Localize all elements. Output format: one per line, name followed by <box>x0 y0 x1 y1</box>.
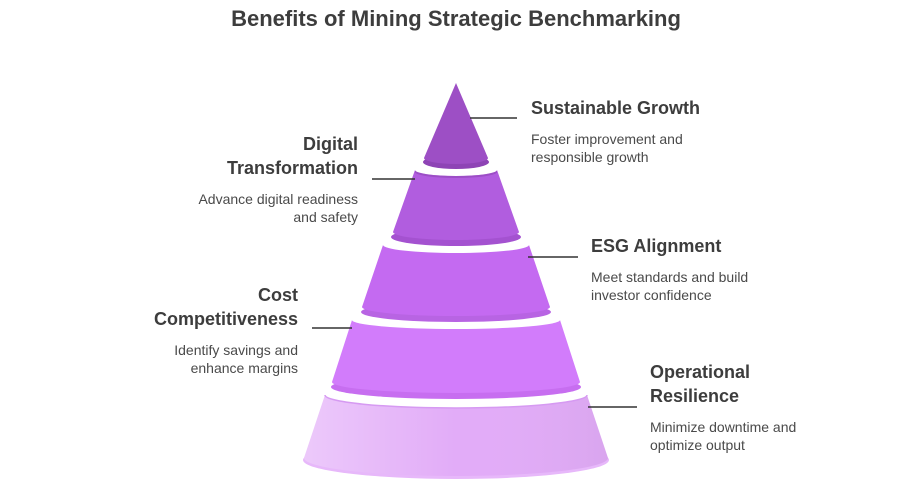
label-description: Foster improvement and responsible growt… <box>531 131 683 165</box>
tier-digital-transformation-band <box>393 170 519 240</box>
label-description: Identify savings and enhance margins <box>174 342 298 376</box>
label-sustainable-growth: Sustainable Growth Foster improvement an… <box>531 96 700 166</box>
tier-esg-alignment <box>361 245 551 322</box>
label-description: Meet standards and build investor confid… <box>591 269 749 303</box>
label-title: Sustainable Growth <box>531 98 701 118</box>
tier-operational-resilience <box>303 394 609 479</box>
tier-esg-alignment-band <box>362 245 550 316</box>
label-title: ESG Alignment <box>591 236 722 256</box>
tier-operational-resilience-inner-rim <box>324 394 588 409</box>
page-title: Benefits of Mining Strategic Benchmarkin… <box>231 6 681 31</box>
label-description: Advance digital readiness and safety <box>198 191 358 225</box>
tier-sustainable-growth <box>423 83 489 169</box>
tier-cost-competitiveness <box>331 320 581 399</box>
tier-digital-transformation <box>391 170 521 246</box>
tier-digital-transformation-shadow <box>415 170 497 178</box>
tier-cost-competitiveness-band <box>332 320 580 393</box>
label-title: Cost Competitiveness <box>153 285 298 329</box>
label-description: Minimize downtime and optimize output <box>650 419 797 453</box>
label-title: Operational Resilience <box>650 362 751 406</box>
tier-operational-resilience-highlight <box>304 395 608 476</box>
label-operational-resilience: Operational Resilience Minimize downtime… <box>650 360 796 454</box>
tier-sustainable-growth-cone <box>424 83 488 164</box>
label-esg-alignment: ESG Alignment Meet standards and build i… <box>591 234 748 304</box>
label-title: Digital Transformation <box>226 134 358 178</box>
label-cost-competitiveness: Cost Competitiveness Identify savings an… <box>154 283 298 377</box>
label-digital-transformation: Digital Transformation Advance digital r… <box>198 132 358 226</box>
